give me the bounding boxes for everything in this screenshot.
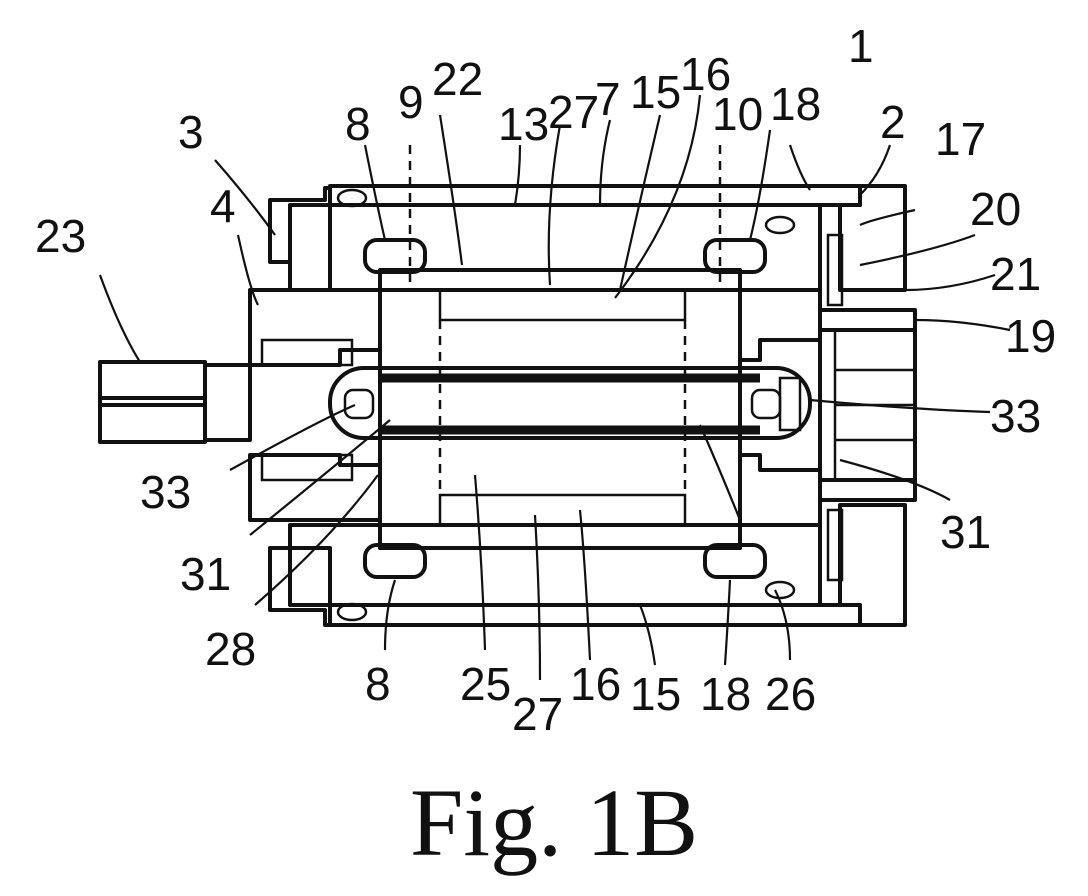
label-28: 28: [205, 623, 256, 675]
label-23: 23: [35, 210, 86, 262]
rotor-cavity: [380, 145, 740, 525]
leader-lines: [100, 95, 1010, 680]
label-33-left: 33: [140, 466, 191, 518]
label-17: 17: [935, 113, 986, 165]
label-8-bottom: 8: [365, 658, 391, 710]
label-16-top: 16: [680, 48, 731, 100]
label-9: 9: [398, 76, 424, 128]
label-13: 13: [498, 98, 549, 150]
label-2: 2: [880, 96, 906, 148]
label-33-right: 33: [990, 390, 1041, 442]
label-27-top: 27: [548, 86, 599, 138]
label-25: 25: [460, 658, 511, 710]
left-end-plate: [250, 290, 380, 520]
label-21: 21: [990, 248, 1041, 300]
label-15-top: 15: [630, 66, 681, 118]
label-4: 4: [210, 180, 236, 232]
label-19: 19: [1005, 310, 1056, 362]
label-26: 26: [765, 668, 816, 720]
label-31-right: 31: [940, 506, 991, 558]
label-18-bottom: 18: [700, 668, 751, 720]
label-20: 20: [970, 183, 1021, 235]
pins: [338, 190, 794, 620]
label-15-bottom: 15: [630, 668, 681, 720]
label-1: 1: [848, 20, 874, 72]
figure-caption: Fig. 1B: [410, 769, 698, 876]
label-16-bottom: 16: [570, 658, 621, 710]
label-3: 3: [178, 106, 204, 158]
shaft: [100, 362, 810, 442]
label-8-top: 8: [345, 98, 371, 150]
label-22: 22: [432, 53, 483, 105]
label-27-bottom: 27: [512, 688, 563, 740]
label-31-left: 31: [180, 548, 231, 600]
label-18-top: 18: [770, 78, 821, 130]
